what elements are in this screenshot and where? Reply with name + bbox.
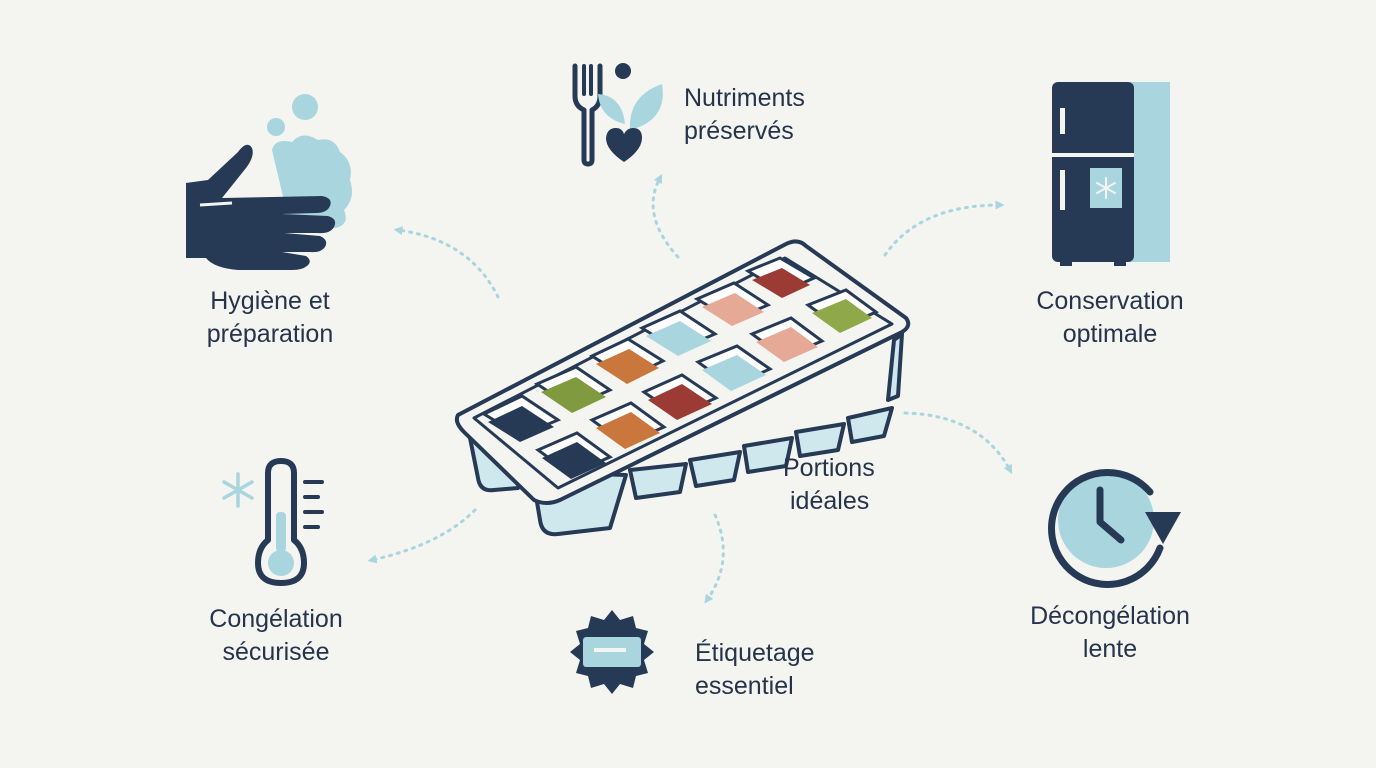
- node-freezing-line2: sécurisée: [222, 638, 330, 666]
- arrow-to-nutrients: [651, 174, 680, 259]
- connector-arrows: [367, 174, 1013, 604]
- node-nutrients-label: Nutriments préservés: [684, 82, 884, 148]
- label-badge-icon: [570, 610, 654, 694]
- node-storage-label: Conservation optimale: [1010, 285, 1210, 351]
- arrow-to-freezing: [367, 508, 477, 564]
- clock-icon: [1048, 469, 1181, 588]
- node-labeling-line2: essentiel: [695, 672, 794, 700]
- fork-leaf-heart-icon: [572, 63, 663, 167]
- node-storage-line2: optimale: [1062, 320, 1158, 348]
- node-nutrients-line2: préservés: [684, 117, 794, 145]
- node-thawing-line2: lente: [1082, 635, 1138, 663]
- arrow-to-hygiene: [393, 226, 500, 299]
- node-nutrients-line1: Nutriments: [684, 84, 805, 112]
- hand-washing-icon: [186, 94, 352, 270]
- arrow-to-thawing: [903, 411, 1013, 474]
- arrow-to-labeling: [704, 513, 725, 604]
- node-freezing-line1: Congélation: [209, 605, 343, 633]
- node-hygiene-label: Hygiène et préparation: [170, 285, 370, 351]
- node-freezing-label: Congélation sécurisée: [176, 603, 376, 669]
- thermometer-snowflake-icon: [222, 458, 324, 586]
- node-labeling-label: Étiquetage essentiel: [695, 637, 895, 703]
- ice-cube-fillings: [488, 268, 872, 479]
- node-hygiene-line2: préparation: [206, 320, 334, 348]
- node-thawing-line1: Décongélation: [1030, 602, 1190, 630]
- center-portions-label: Portions idéales: [783, 452, 943, 518]
- freezer-icon: [1052, 82, 1170, 266]
- node-thawing-label: Décongélation lente: [1000, 600, 1220, 666]
- arrow-to-storage: [883, 200, 1005, 257]
- node-labeling-line1: Étiquetage: [695, 639, 815, 667]
- center-label-line1: Portions: [783, 454, 875, 482]
- node-hygiene-line1: Hygiène et: [210, 287, 330, 315]
- node-storage-line1: Conservation: [1036, 287, 1184, 315]
- center-label-line2: idéales: [790, 487, 870, 515]
